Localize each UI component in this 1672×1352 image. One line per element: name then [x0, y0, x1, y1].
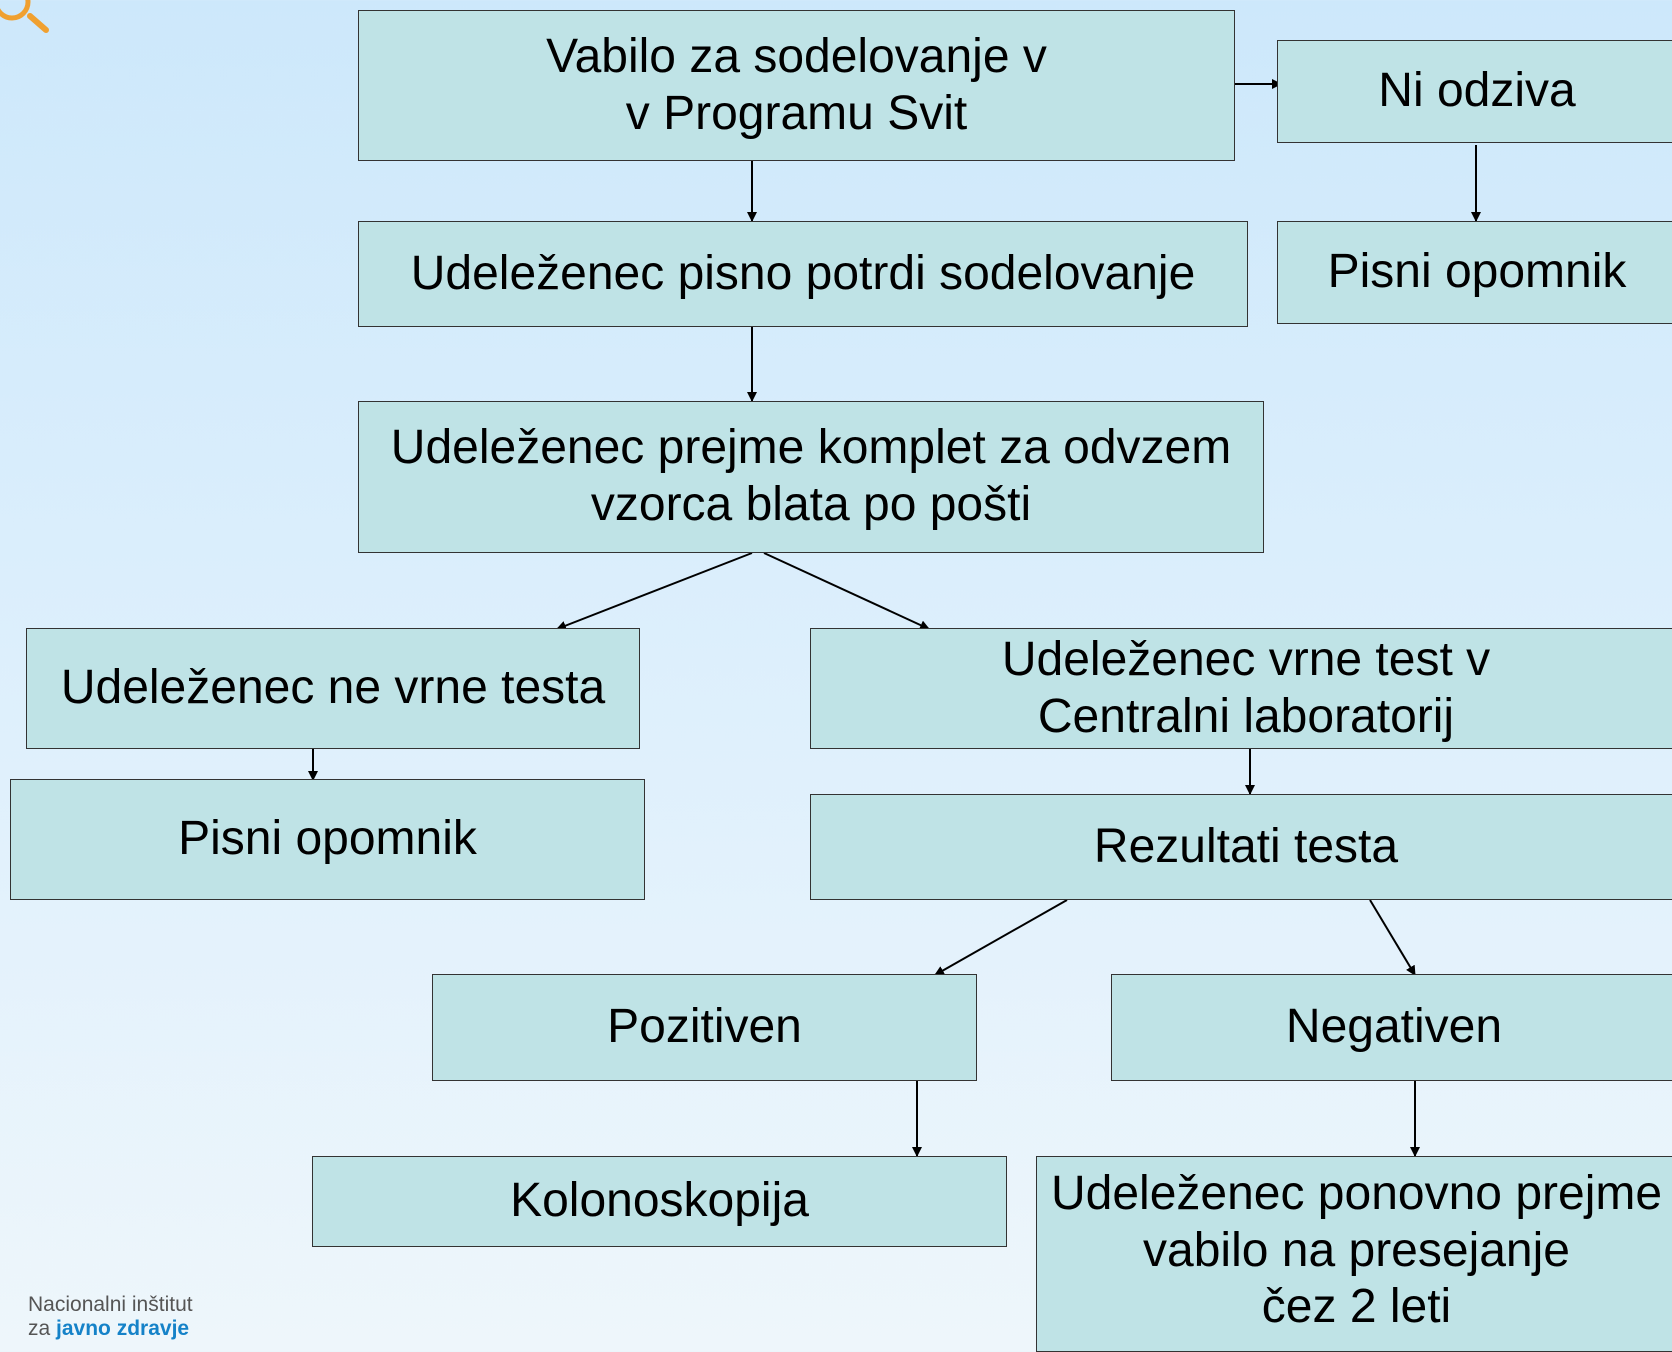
node-results: Rezultati testa — [810, 794, 1672, 900]
magnifier-icon — [0, 0, 49, 33]
arrow-kit-to-no-test — [556, 552, 753, 631]
node-returns-test: Udeleženec vrne test v Centralni laborat… — [810, 628, 1672, 749]
arrow-kit-to-returns-test — [763, 552, 930, 630]
logo-line2: za javno zdravje — [28, 1317, 193, 1341]
institute-logo: Nacionalni inštitut za javno zdravje — [28, 1293, 193, 1340]
node-positive: Pozitiven — [432, 974, 977, 1081]
node-reminder-left: Pisni opomnik — [10, 779, 645, 900]
logo-prefix: za — [28, 1316, 51, 1340]
node-reminder-top: Pisni opomnik — [1277, 221, 1672, 324]
logo-line1: Nacionalni inštitut — [28, 1293, 193, 1316]
logo-highlight: javno zdravje — [56, 1316, 190, 1340]
node-receives-kit: Udeleženec prejme komplet za odvzem vzor… — [358, 401, 1264, 553]
node-confirm: Udeleženec pisno potrdi sodelovanje — [358, 221, 1248, 327]
node-invitation: Vabilo za sodelovanje v v Programu Svit — [358, 10, 1235, 161]
node-no-response: Ni odziva — [1277, 40, 1672, 143]
node-no-test: Udeleženec ne vrne testa — [26, 628, 640, 749]
node-negative: Negativen — [1111, 974, 1672, 1081]
node-reinvite: Udeleženec ponovno prejme vabilo na pres… — [1036, 1156, 1672, 1352]
arrow-results-to-negative — [1369, 899, 1416, 976]
arrow-results-to-positive — [934, 899, 1068, 976]
node-colonoscopy: Kolonoskopija — [312, 1156, 1007, 1247]
